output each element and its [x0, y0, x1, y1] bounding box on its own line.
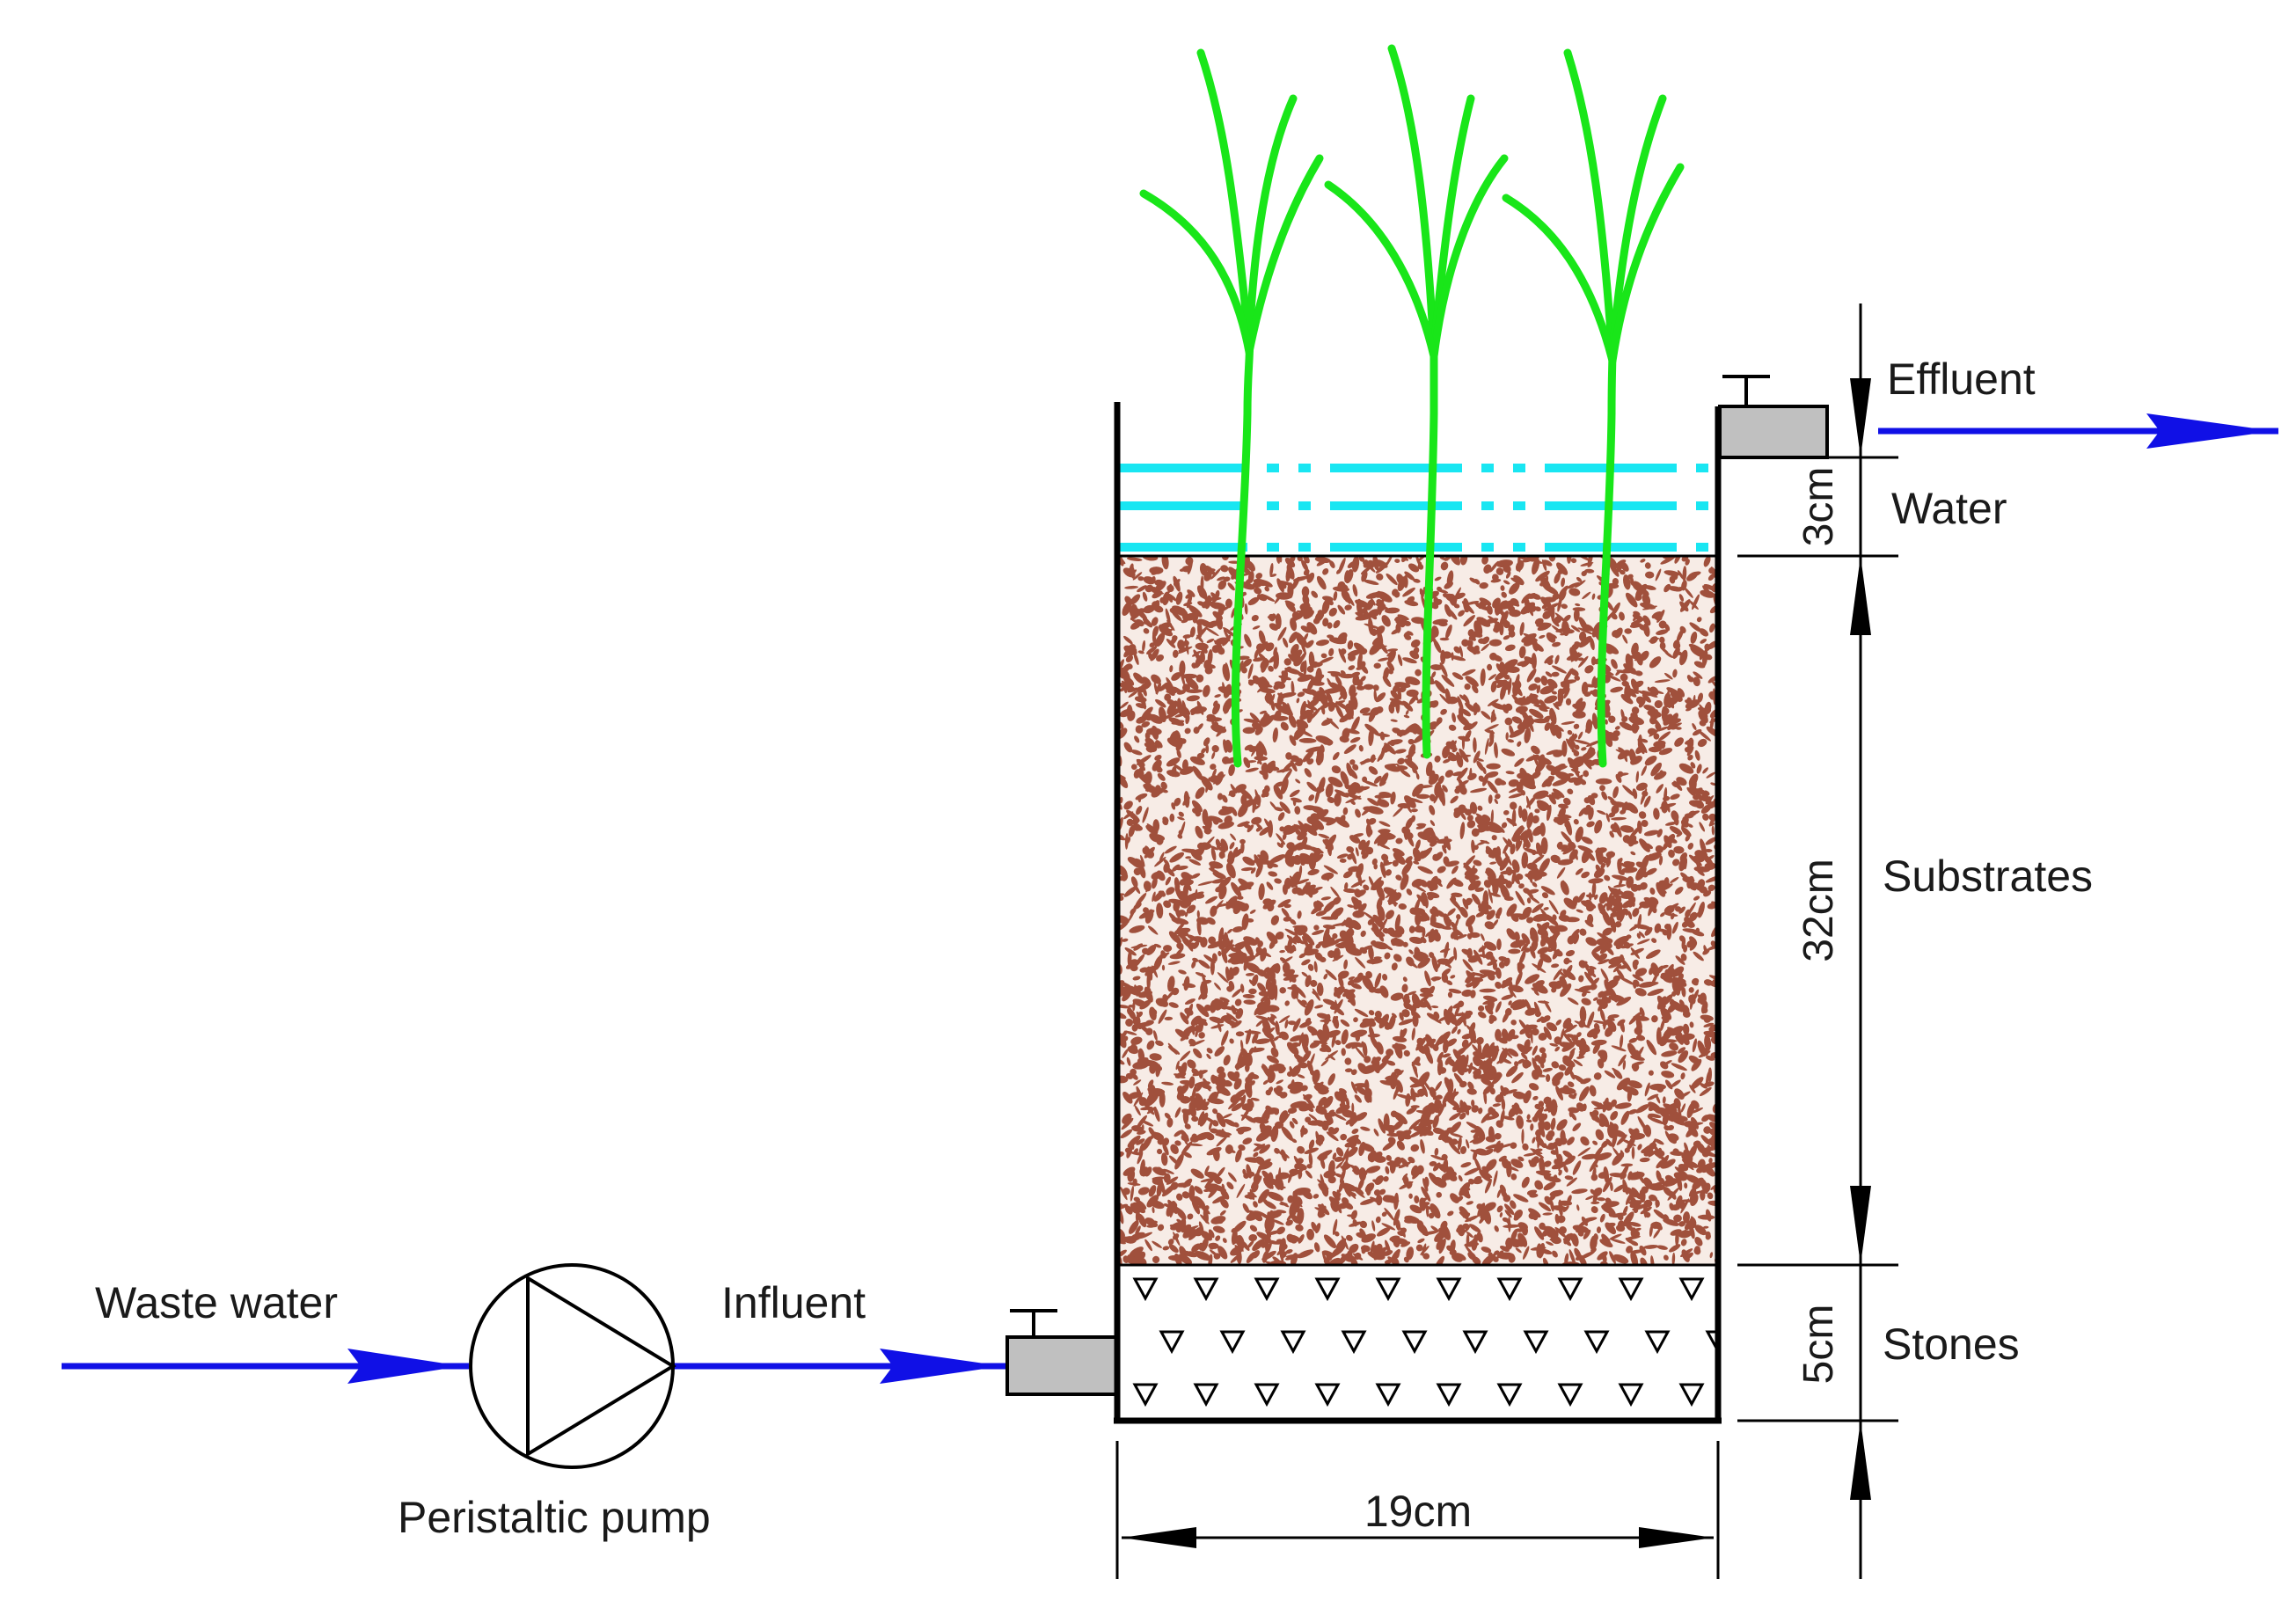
substrates-label: Substrates — [1883, 852, 2093, 901]
pump-label: Peristaltic pump — [398, 1493, 711, 1542]
outlet-valve — [1718, 375, 1829, 459]
waste-water-arrow — [347, 1349, 462, 1384]
substrate-depth-label: 32cm — [1795, 859, 1842, 961]
water-depth-label: 3cm — [1795, 467, 1842, 547]
stone-depth-label: 5cm — [1795, 1305, 1842, 1385]
container — [1114, 402, 1722, 1424]
stones-label: Stones — [1883, 1320, 2020, 1369]
reed-plant-1 — [1139, 48, 1324, 768]
peristaltic-pump — [469, 1263, 676, 1469]
influent-label: Influent — [721, 1278, 866, 1327]
pump-triangle — [526, 1275, 676, 1458]
reed-plants — [1139, 44, 1685, 768]
substrate-layer — [1119, 556, 1717, 1264]
water-layer — [1115, 464, 1711, 552]
effluent-arrow — [2146, 413, 2274, 449]
pump-body — [469, 1263, 675, 1469]
influent-arrow — [880, 1349, 1003, 1384]
width-dimension — [1115, 1441, 1720, 1579]
vertical-dimensions — [1737, 303, 1898, 1579]
stone-layer — [1132, 1277, 1717, 1407]
outlet-valve-body — [1718, 405, 1829, 459]
water-label: Water — [1891, 484, 2007, 533]
reed-plant-3 — [1502, 48, 1685, 768]
inlet-valve — [1005, 1309, 1119, 1396]
reed-plant-2 — [1324, 44, 1509, 759]
width-label: 19cm — [1364, 1487, 1472, 1536]
effluent-label: Effluent — [1887, 355, 2036, 404]
outlet-flow — [1878, 413, 2278, 449]
inlet-flow — [62, 1349, 1007, 1384]
waste-water-label: Waste water — [95, 1278, 338, 1327]
inlet-valve-body — [1005, 1335, 1119, 1396]
